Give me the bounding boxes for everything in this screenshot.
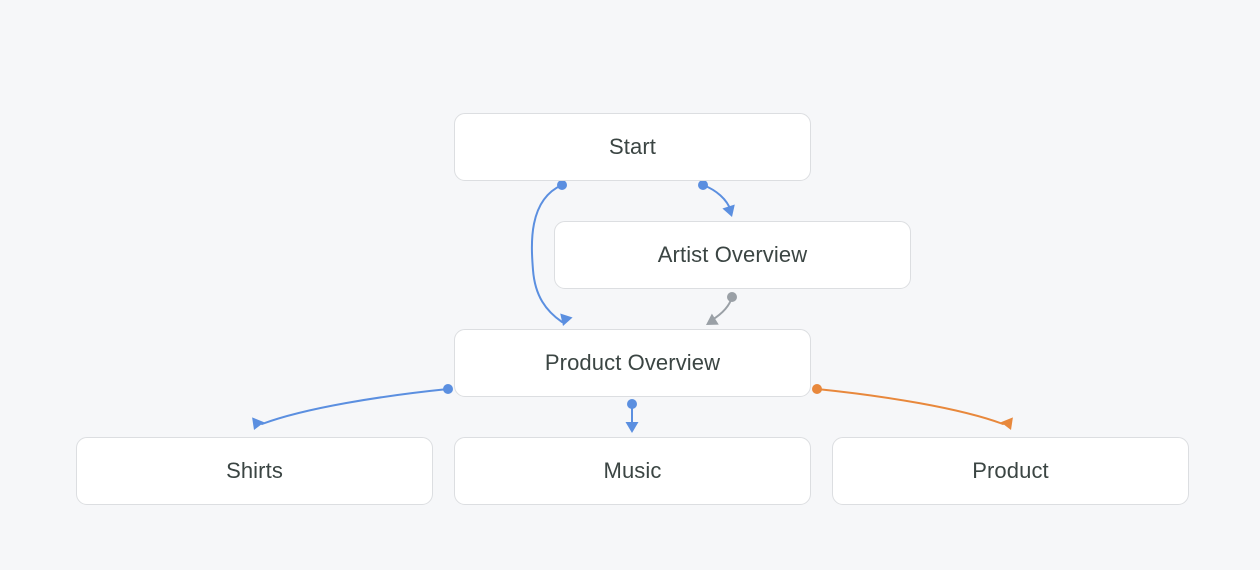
edge-product-overview-to-music[interactable] xyxy=(625,399,639,433)
node-product-overview[interactable]: Product Overview xyxy=(454,329,811,397)
node-shirts[interactable]: Shirts xyxy=(76,437,433,505)
node-artist-overview[interactable]: Artist Overview xyxy=(554,221,911,289)
edge-source-handle[interactable] xyxy=(627,399,637,409)
edge-source-handle[interactable] xyxy=(727,292,737,302)
node-label: Start xyxy=(609,134,656,159)
edge-path xyxy=(702,184,732,212)
edge-product-overview-to-shirts[interactable] xyxy=(248,384,453,432)
node-product[interactable]: Product xyxy=(832,437,1189,505)
edge-path xyxy=(261,388,449,425)
node-label: Product Overview xyxy=(544,350,721,375)
node-label: Product xyxy=(972,458,1049,483)
edge-arrowhead xyxy=(722,204,735,217)
edge-arrowhead xyxy=(625,422,639,433)
edge-product-overview-to-product[interactable] xyxy=(812,384,1017,432)
edge-arrowhead xyxy=(706,313,719,325)
edge-path xyxy=(711,296,733,321)
edge-start-to-artist-overview[interactable] xyxy=(698,180,738,219)
node-label: Artist Overview xyxy=(657,242,808,267)
node-label: Music xyxy=(603,458,662,483)
node-start[interactable]: Start xyxy=(454,113,811,181)
edge-arrowhead xyxy=(1000,417,1013,430)
edge-arrowhead xyxy=(252,417,265,430)
edge-artist-overview-to-product-overview[interactable] xyxy=(703,292,737,331)
edge-source-handle[interactable] xyxy=(812,384,822,394)
edge-arrowhead xyxy=(560,313,573,326)
edge-source-handle[interactable] xyxy=(443,384,453,394)
edge-source-handle[interactable] xyxy=(557,180,567,190)
edge-path xyxy=(816,388,1004,425)
node-label: Shirts xyxy=(226,458,283,483)
node-music[interactable]: Music xyxy=(454,437,811,505)
edge-source-handle[interactable] xyxy=(698,180,708,190)
